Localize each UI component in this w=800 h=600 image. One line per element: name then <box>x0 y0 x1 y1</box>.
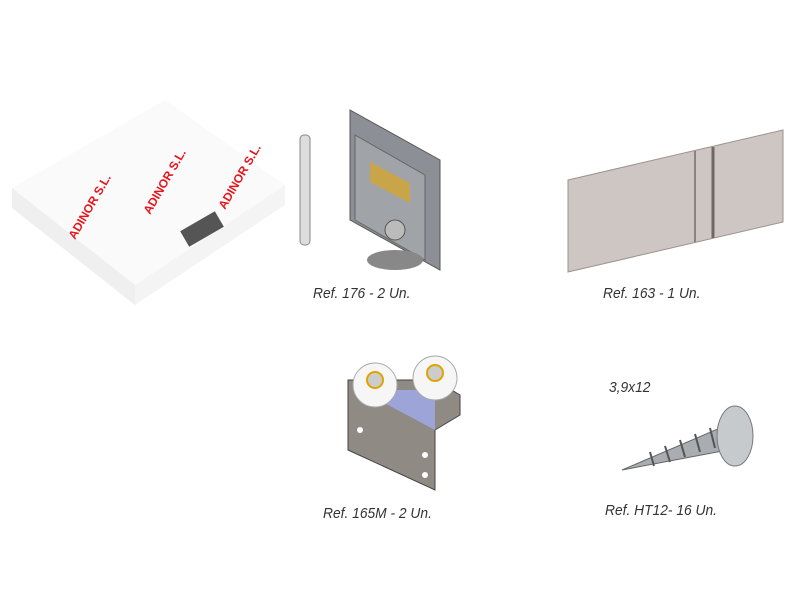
profile-163-image <box>567 129 784 273</box>
roller-176-image <box>299 109 441 271</box>
caption-ref-176: Ref. 176 - 2 Un. <box>313 285 411 302</box>
screw-size-label: 3,9x12 <box>609 379 651 396</box>
bracket-165m-image <box>347 355 461 491</box>
caption-ref-163: Ref. 163 - 1 Un. <box>603 285 701 302</box>
caption-ref-ht12: Ref. HT12- 16 Un. <box>605 502 717 519</box>
screw-ht12-image <box>621 405 754 471</box>
caption-ref-165m: Ref. 165M - 2 Un. <box>323 505 432 522</box>
packaging-box-image: ADINOR S.L. ADINOR S.L. ADINOR S.L. <box>12 100 285 305</box>
